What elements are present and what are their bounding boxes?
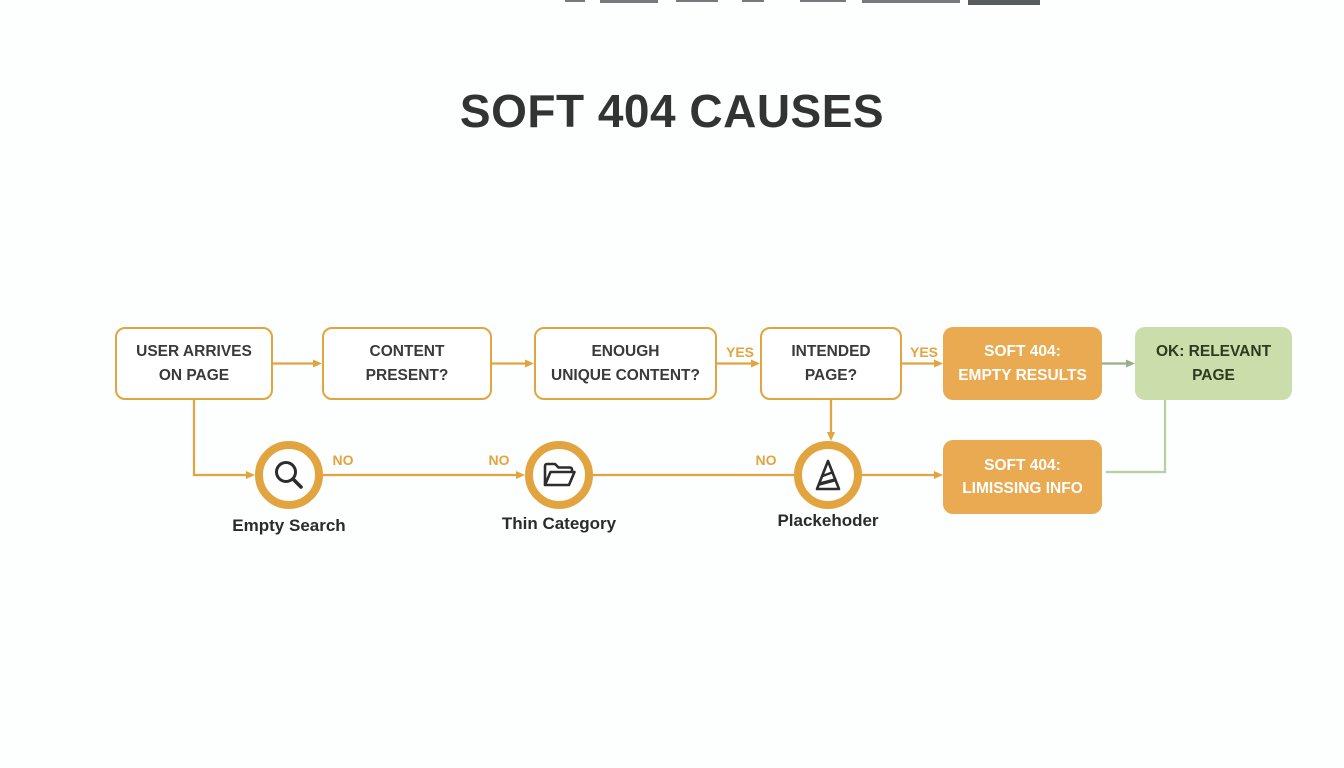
node-ok-relevant-page: OK: RELEVANT PAGE (1135, 327, 1292, 400)
open-folder-icon (540, 459, 578, 491)
node-content-present: CONTENT PRESENT? (322, 327, 492, 400)
edge-ok-page-down-to-limissing-info (1106, 400, 1167, 474)
edge-label-no-3: NO (755, 452, 777, 468)
node-enough-unique-content: ENOUGH UNIQUE CONTENT? (534, 327, 717, 400)
caption-placeholder: Plackehoder (777, 511, 879, 530)
cause-placeholder (794, 441, 862, 509)
page-title: SOFT 404 CAUSES (459, 85, 885, 137)
crop-artifact (565, 0, 585, 2)
caption-thin-category: Thin Category (501, 514, 617, 533)
node-soft404-empty-results: SOFT 404: EMPTY RESULTS (943, 327, 1102, 400)
cause-thin-category (525, 441, 593, 509)
edge-label-yes-1: YES (725, 344, 754, 360)
crop-artifact (862, 0, 960, 3)
cone-icon (811, 457, 845, 493)
edge-label-no-2: NO (488, 452, 510, 468)
caption-empty-search: Empty Search (232, 516, 346, 535)
crop-artifact (800, 0, 846, 2)
node-user-arrives: USER ARRIVES ON PAGE (115, 327, 273, 400)
crop-artifact (600, 0, 658, 3)
cause-empty-search (255, 441, 323, 509)
crop-artifact (742, 0, 764, 2)
crop-artifact (676, 0, 718, 2)
edge-user-down-to-empty-search (192, 400, 255, 479)
crop-artifact (968, 0, 1040, 5)
edge-label-yes-2: YES (909, 344, 938, 360)
node-soft404-limissing-info: SOFT 404: LIMISSING INFO (943, 440, 1102, 514)
edge-label-no-1: NO (332, 452, 354, 468)
magnifier-icon (271, 457, 307, 493)
node-intended-page: INTENDED PAGE? (760, 327, 902, 400)
